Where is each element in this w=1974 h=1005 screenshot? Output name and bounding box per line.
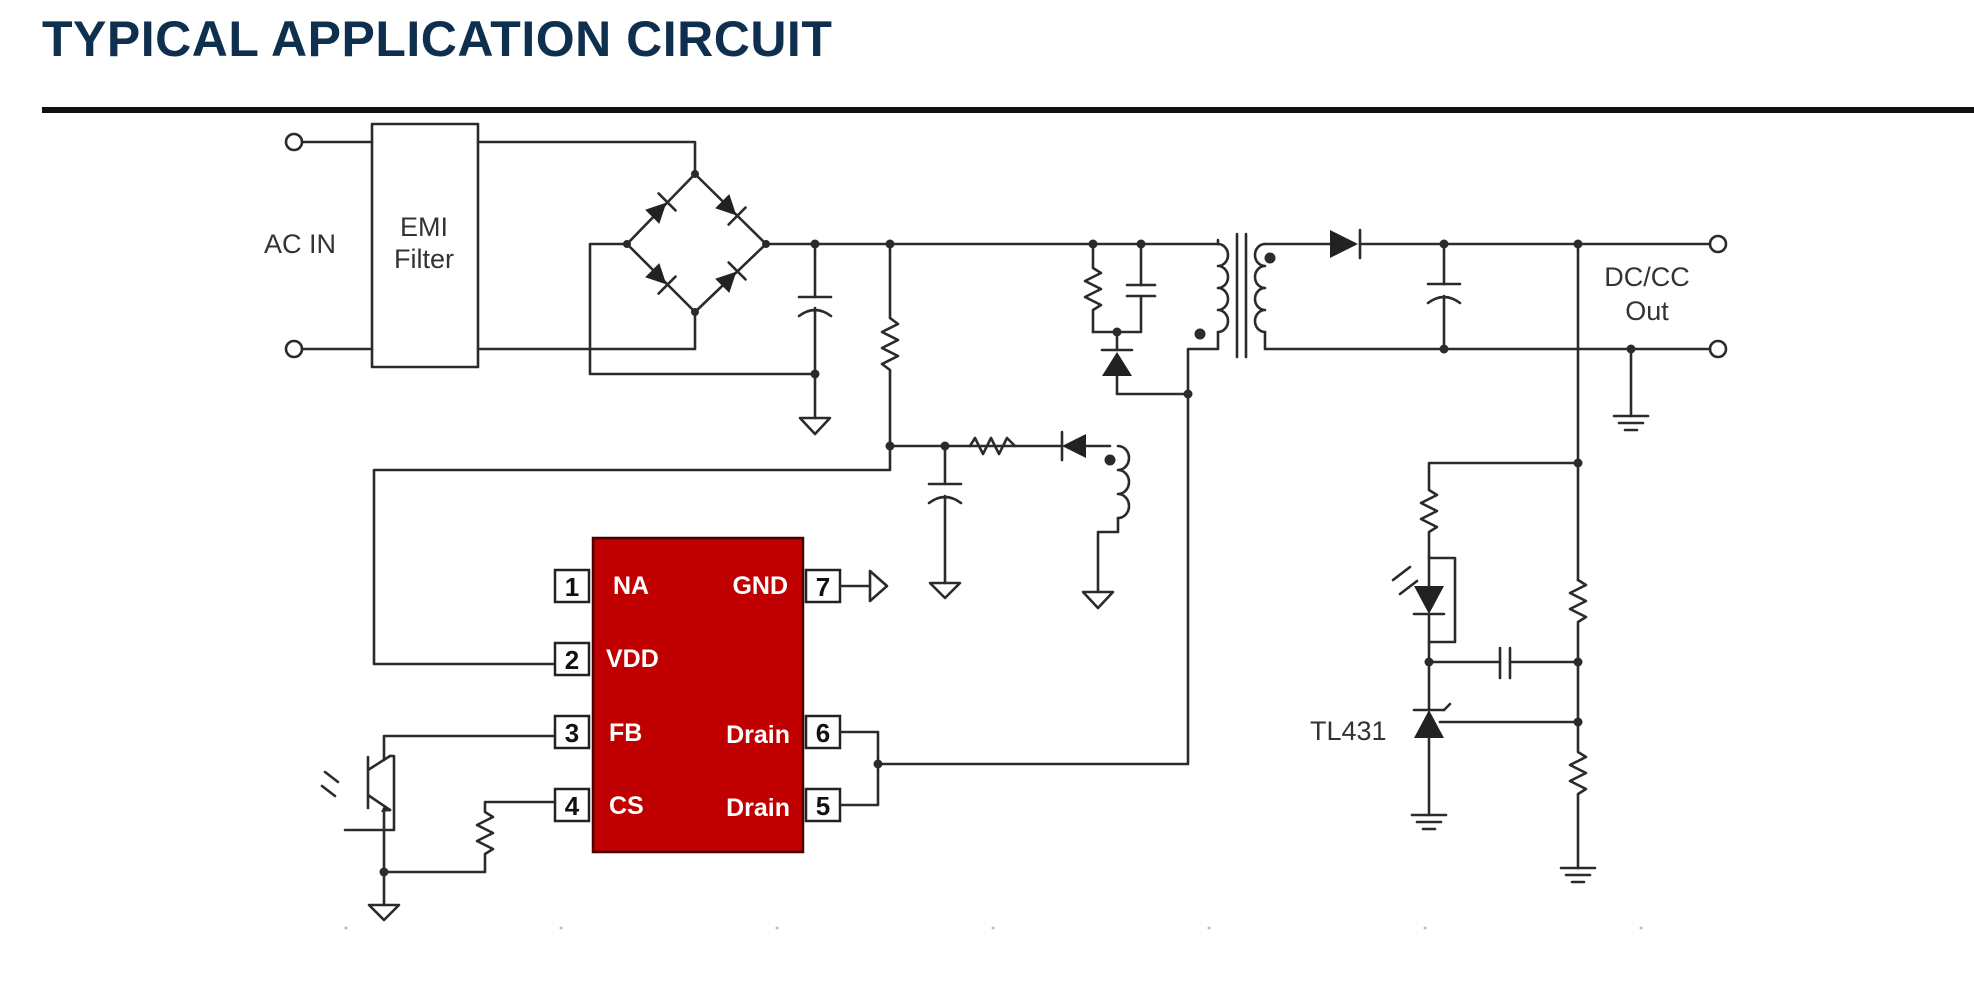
vdd-supply xyxy=(372,430,1131,666)
feedback-network: TL431 xyxy=(1310,242,1597,884)
ac-input: AC IN xyxy=(264,132,374,359)
pin-1-label: NA xyxy=(613,572,649,600)
pin-4-number: 4 xyxy=(565,791,580,821)
emi-label-line2: Filter xyxy=(394,244,454,274)
transformer xyxy=(1183,232,1582,399)
pin-3-number: 3 xyxy=(565,718,579,748)
pin-1-number: 1 xyxy=(565,572,579,602)
pin-6-number: 6 xyxy=(816,718,830,748)
emi-label-line1: EMI xyxy=(400,212,448,242)
dc-out-label-line2: Out xyxy=(1625,296,1669,326)
pin-3-label: FB xyxy=(609,719,642,747)
title-divider xyxy=(42,107,1974,113)
controller-ic: 1 2 3 4 7 6 5 NA VDD FB CS GND Drain Dra… xyxy=(553,392,1190,854)
emi-filter: EMI Filter xyxy=(370,122,697,369)
pin-6-label: Drain xyxy=(726,721,790,749)
ic-body xyxy=(591,536,805,854)
secondary-output: DC/CC Out xyxy=(1263,228,1728,432)
pin-7-label: GND xyxy=(732,572,788,600)
dc-out-label-line1: DC/CC xyxy=(1604,262,1690,292)
fb-cs-network xyxy=(320,734,557,922)
pin-5-number: 5 xyxy=(816,791,830,821)
pin-2-label: VDD xyxy=(606,645,659,673)
startup-resistor xyxy=(880,242,900,451)
tl431-label: TL431 xyxy=(1310,716,1387,746)
baseline-dots xyxy=(344,926,1643,930)
pin-2-number: 2 xyxy=(565,645,579,675)
pin-4-label: CS xyxy=(609,792,644,820)
bridge-rectifier xyxy=(588,170,817,376)
pin-5-label: Drain xyxy=(726,794,790,822)
pin-7-number: 7 xyxy=(816,572,830,602)
bulk-capacitor xyxy=(797,242,833,436)
snubber xyxy=(1083,242,1190,396)
ac-in-label: AC IN xyxy=(264,229,336,259)
page-title: TYPICAL APPLICATION CIRCUIT xyxy=(42,11,833,67)
